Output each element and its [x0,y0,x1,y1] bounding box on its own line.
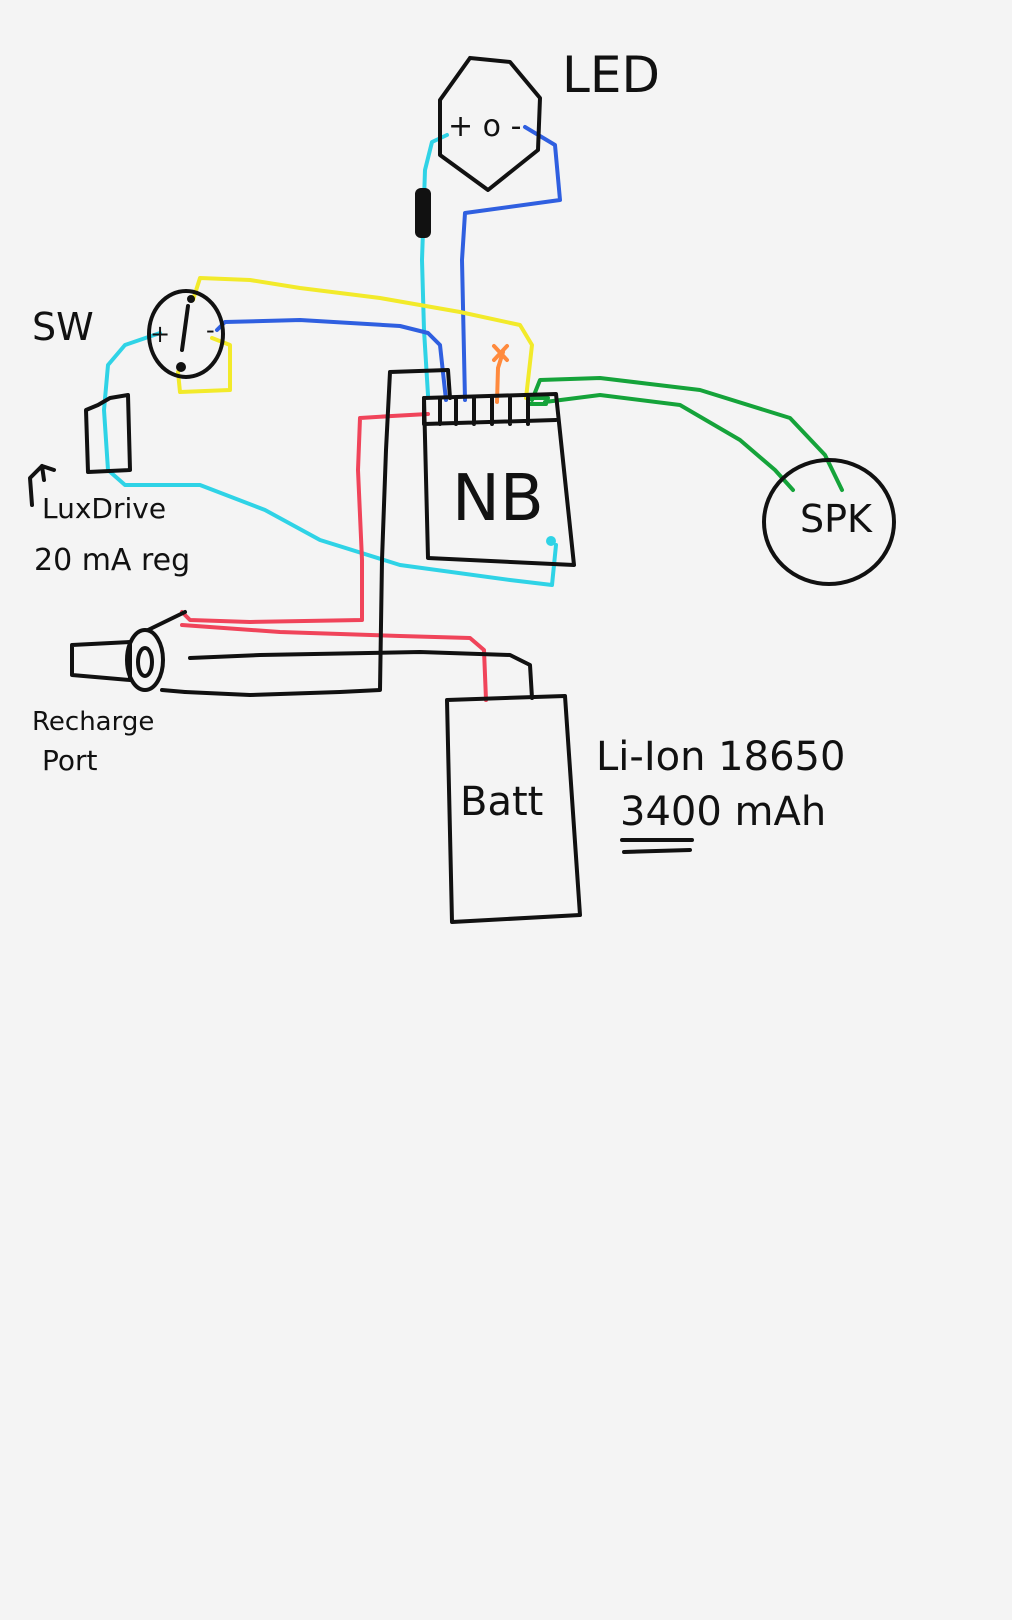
wire-blue-led [460,125,562,402]
recharge-port: Recharge Port [32,610,187,777]
wire-red-board [180,412,430,624]
luxdrive-reg-label: 20 mA reg [34,543,190,578]
switch-plus-label: + [150,320,170,348]
wire-yellow [191,276,534,400]
luxdrive-body [84,393,132,474]
switch-label: SW [32,305,94,349]
battery-type-label: Li-Ion 18650 [596,734,845,780]
switch-dot [176,362,186,372]
wire-green-1 [530,376,844,492]
board-body [422,392,576,567]
switch-dot-top [187,295,195,303]
switch-lever [180,304,190,352]
recharge-port-ring [125,628,165,692]
speaker-label: SPK [800,497,873,541]
wire-orange [495,350,505,404]
battery-capacity-label: 3400 mAh [620,789,826,835]
battery: Batt Li-Ion 18650 3400 mAh [445,694,845,924]
led-body [438,56,542,192]
led-pins-label: + o - [448,109,521,144]
wire-blue-switch [215,318,448,402]
luxdrive-arrow-icon [28,464,56,507]
recharge-label: Recharge [32,707,154,737]
speaker-body [762,458,896,586]
switch-body [147,289,225,379]
board: NB [422,392,576,567]
battery-body [445,694,582,924]
port-label: Port [42,744,98,777]
wire-red-battery [180,623,488,702]
board-cyan-dot [546,536,556,546]
recharge-port-inner [136,646,154,678]
led: + o - LED [438,46,660,192]
recharge-port-lugs [146,610,187,694]
resistor [415,188,431,238]
board-label: NB [452,462,544,536]
luxdrive-label: LuxDrive [42,492,166,525]
wire-green-stub [526,396,550,406]
battery-capacity-underline [620,838,694,854]
switch-minus-label: - [206,316,215,344]
led-label: LED [562,46,660,104]
wire-orange-x [492,344,509,362]
battery-label: Batt [460,779,543,825]
speaker: SPK [762,458,896,586]
wire-black-battery [188,650,534,700]
wire-cyan-led [420,133,449,397]
recharge-port-plug [70,640,132,682]
wire-green-2 [543,393,795,492]
board-header [422,396,558,426]
luxdrive: LuxDrive 20 mA reg [28,393,190,578]
wire-black-ground [183,368,452,697]
switch: + - SW [32,289,225,379]
wire-cyan-switch [102,331,558,587]
